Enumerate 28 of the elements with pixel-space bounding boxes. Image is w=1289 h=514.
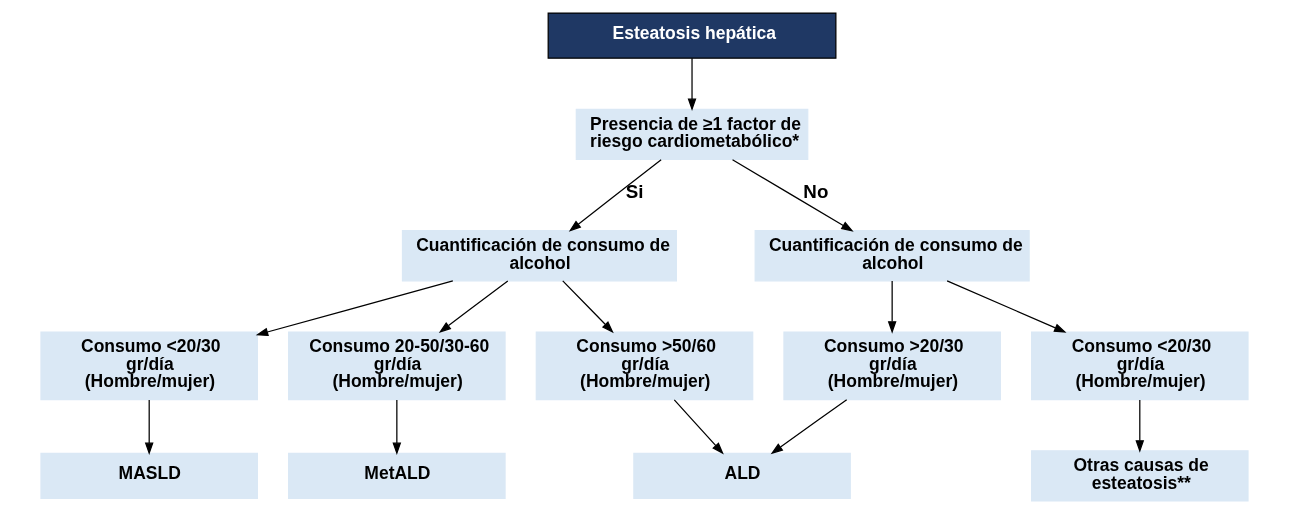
node-box: Otras causas de esteatosis** (1031, 450, 1249, 502)
node-box: Consumo <20/30 gr/día (Hombre/mujer) (40, 331, 258, 401)
arrow (144, 399, 154, 456)
arrow (687, 57, 697, 112)
arrow (562, 280, 614, 334)
arrow (887, 280, 897, 334)
node-box: Consumo >20/30 gr/día (Hombre/mujer) (783, 331, 1001, 401)
node-box: Consumo >50/60 gr/día (Hombre/mujer) (535, 331, 754, 401)
edge-label: Si (625, 181, 644, 203)
node-box: MetALD (288, 452, 506, 500)
arrow (770, 399, 848, 455)
node-box: Cuantificación de consumo de alcohol (401, 230, 677, 282)
node-box: ALD (633, 452, 851, 500)
node-box: Cuantificación de consumo de alcohol (754, 230, 1030, 282)
node-box: MASLD (40, 452, 258, 500)
node-box: Consumo <20/30 gr/día (Hombre/mujer) (1031, 331, 1249, 401)
edge-label: No (803, 181, 829, 203)
arrow (392, 399, 402, 456)
arrow (731, 159, 854, 232)
arrow (946, 280, 1067, 333)
node-box: Presencia de ≥1 factor de riesgo cardiometabólico* (575, 108, 809, 161)
arrow (568, 159, 662, 232)
arrow (438, 280, 509, 333)
node-box: Esteatosis hepática (547, 12, 837, 59)
node-box: Consumo 20-50/30-60 gr/día (Hombre/mujer) (288, 331, 506, 401)
arrow (255, 280, 454, 337)
arrow (673, 399, 724, 455)
arrow (1135, 399, 1145, 453)
